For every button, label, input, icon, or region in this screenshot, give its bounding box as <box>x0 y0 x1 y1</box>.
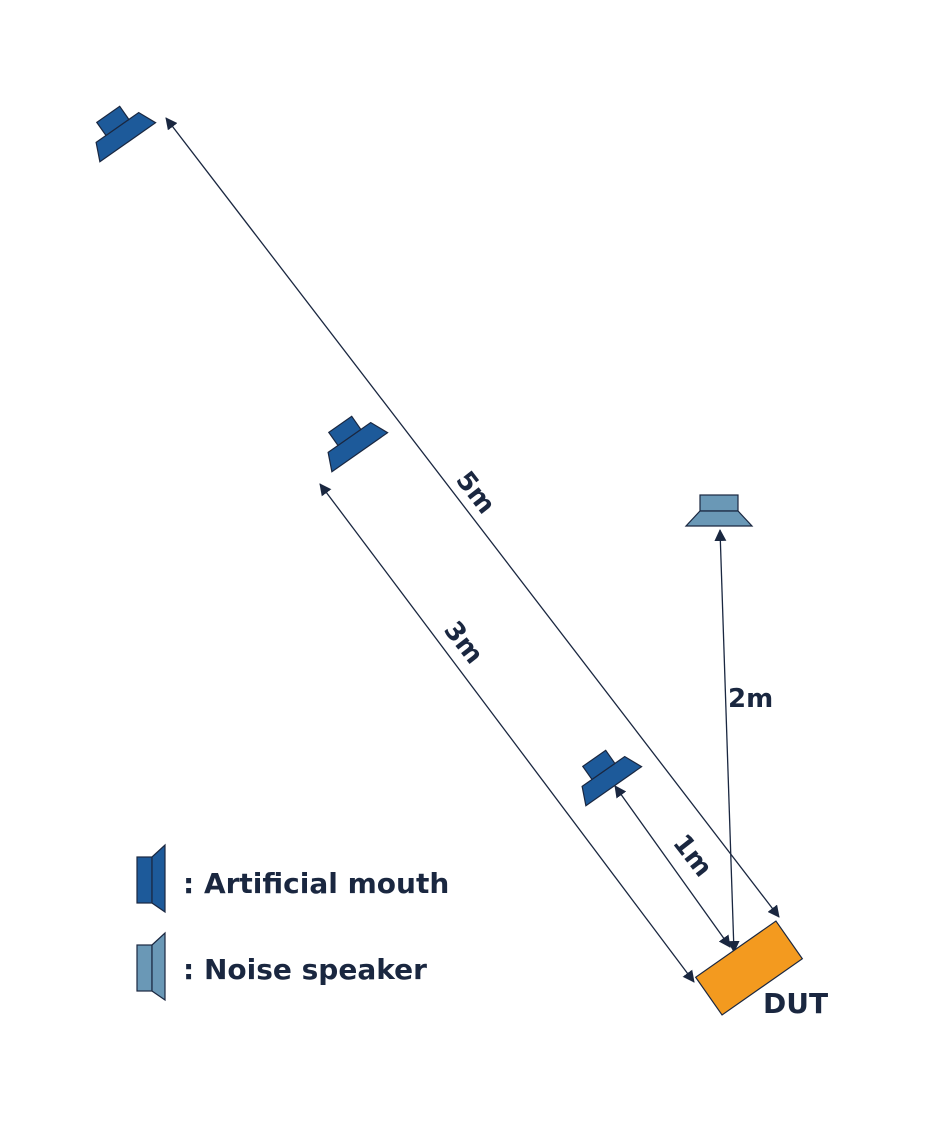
distance-line-1m <box>614 785 731 948</box>
artificial-mouth-3m <box>327 415 389 473</box>
distance-label-1m: 1m <box>666 829 717 883</box>
noise-speaker <box>684 494 754 527</box>
legend-label-noise-speaker: : Noise speaker <box>183 953 427 986</box>
artificial-mouth-icon <box>136 843 166 914</box>
distance-label-2m: 2m <box>728 684 773 714</box>
dut-label: DUT <box>763 987 828 1020</box>
artificial-mouth-5m <box>95 105 157 163</box>
noise-speaker-icon <box>136 931 166 1002</box>
artificial-mouth-1m <box>581 749 643 807</box>
distance-line-5m <box>165 117 780 918</box>
distance-label-3m: 3m <box>437 616 488 670</box>
distance-line-2m <box>714 529 740 953</box>
distance-label-5m: 5m <box>449 466 500 520</box>
dut-device <box>694 920 804 1016</box>
legend-label-artificial-mouth: : Artificial mouth <box>183 867 449 900</box>
legend: : Artificial mouth : Noise speaker <box>136 843 449 1002</box>
